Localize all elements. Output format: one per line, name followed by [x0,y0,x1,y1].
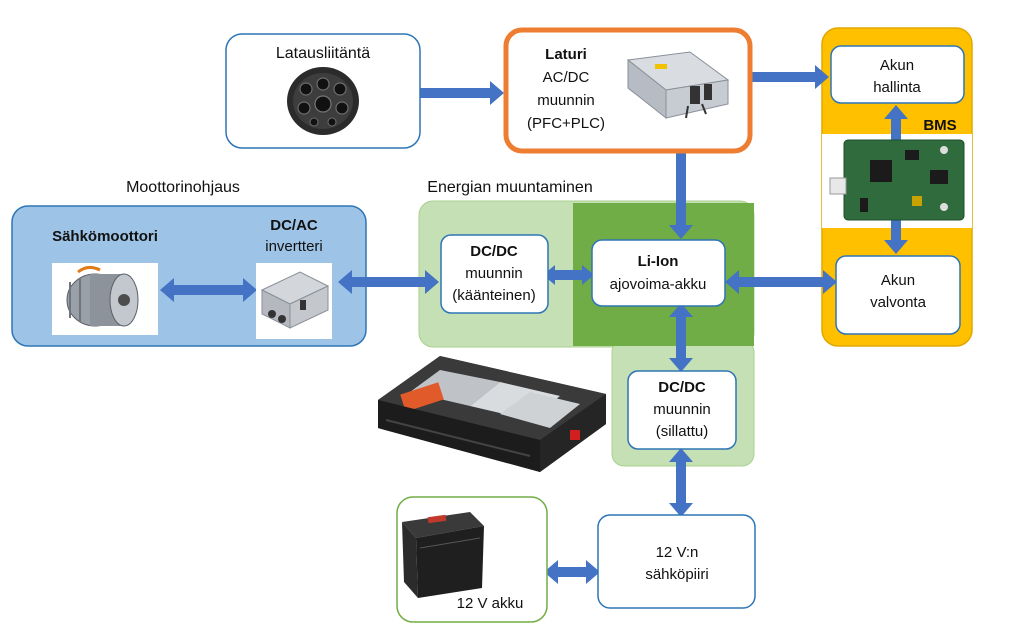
charger-line2: muunnin [537,92,595,109]
electric-motor-title: Sähkömoottori [52,228,158,245]
arrow-inverter-reverse [338,270,439,294]
arrow-charger-management [738,65,829,89]
reverse-converter-box [440,234,549,314]
reverse-converter-title: DC/DC [470,243,518,260]
charger-line1: AC/DC [543,69,590,86]
charging-port-label: Latausliitäntä [276,45,370,62]
12v-battery-icon [402,512,484,598]
bms-circuit-board-icon [829,139,965,221]
inverter-line1: invertteri [265,238,323,255]
charger-device-icon [626,51,730,120]
reverse-converter-line1: muunnin [465,265,523,282]
energy-conversion-label: Energian muuntaminen [427,179,592,196]
arrow-charger-battery [669,139,693,239]
arrows [160,65,908,584]
reverse-converter-line2: (käänteinen) [452,287,535,304]
bridged-converter-line1: muunnin [653,401,711,418]
charging-port-icon [287,67,359,135]
li-ion-battery-line1: ajovoima-akku [610,276,707,293]
motor-control-label: Moottorinohjaus [126,179,240,196]
inverter-device-icon [256,263,332,339]
battery-monitoring-line2: valvonta [870,294,927,311]
arrow-12vbattery-circuit [544,560,600,584]
bridged-converter-line2: (sillattu) [656,423,709,440]
charger-line3: (PFC+PLC) [527,115,605,132]
12v-circuit-line2: sähköpiiri [645,566,708,583]
arrow-bridged-12v [669,448,693,517]
arrow-reverse-battery [543,265,594,285]
arrow-battery-monitoring [725,270,837,294]
inverter-title: DC/AC [270,217,318,234]
battery-management-line2: hallinta [873,79,921,96]
battery-management-line1: Akun [880,57,914,74]
arrow-battery-bridged [669,303,693,372]
battery-management-box [830,45,965,104]
12v-circuit-box [597,514,756,609]
arrow-motor-inverter [160,278,257,302]
bridged-converter-title: DC/DC [658,379,706,396]
bms-label: BMS [923,117,956,134]
electric-motor-icon [52,263,158,335]
bridged-converter-box [627,370,737,450]
li-ion-battery-box [591,239,726,307]
li-ion-battery-title: Li-Ion [638,253,679,270]
arrow-port-charger [369,81,504,105]
12v-circuit-line1: 12 V:n [656,544,699,561]
12v-battery-label: 12 V akku [457,595,524,612]
battery-monitoring-box [835,255,961,335]
battery-monitoring-line1: Akun [881,272,915,289]
charger-title: Laturi [545,46,587,63]
battery-pack-icon [378,356,606,472]
